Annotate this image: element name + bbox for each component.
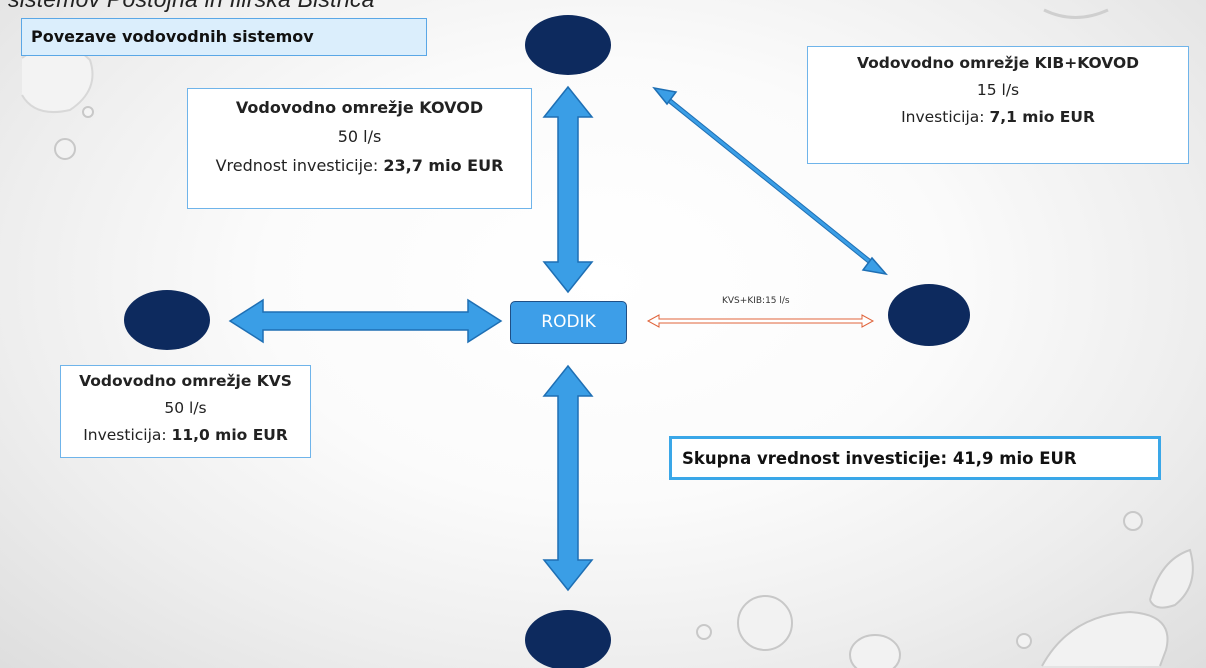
arrow-rodik-east-link	[646, 314, 875, 328]
kovod-investment: Vrednost investicije: 23,7 mio EUR	[188, 151, 531, 180]
arrow-kib-kovod	[652, 86, 888, 276]
slide-caption: sistemov Postojna in Ilirska Bistrica	[8, 0, 375, 13]
kvs-name: Vodovodno omrežje KVS	[79, 372, 292, 390]
kvs-invest-label: Investicija:	[83, 426, 167, 444]
node-north	[525, 15, 611, 75]
center-node-rodik: RODIK	[510, 301, 627, 344]
node-east	[888, 284, 970, 346]
total-label: Skupna vrednost investicije:	[682, 449, 948, 468]
kvs-invest-value: 11,0 mio EUR	[171, 426, 288, 444]
kvs-kib-link-label: KVS+KIB:15 l/s	[722, 296, 790, 306]
kvs-flow: 50 l/s	[164, 399, 207, 417]
title-box: Povezave vodovodnih sistemov	[21, 18, 427, 56]
node-south	[525, 610, 611, 668]
kvs-info-box: Vodovodno omrežje KVS 50 l/s Investicija…	[60, 365, 311, 458]
kib-name: Vodovodno omrežje KIB+KOVOD	[856, 54, 1140, 72]
kib-invest-label: Investicija:	[901, 108, 985, 126]
kib-invest-value: 7,1 mio EUR	[989, 108, 1095, 126]
kovod-name: Vodovodno omrežje KOVOD	[235, 98, 484, 117]
arrow-rodik-south	[542, 364, 594, 592]
total-investment-box: Skupna vrednost investicije: 41,9 mio EU…	[669, 436, 1161, 480]
arrow-rodik-west	[228, 298, 503, 344]
kib-flow: 15 l/s	[976, 81, 1020, 99]
kovod-info-box: Vodovodno omrežje KOVOD 50 l/s Vrednost …	[187, 88, 532, 209]
node-west	[124, 290, 210, 350]
kovod-invest-value: 23,7 mio EUR	[383, 156, 504, 175]
kovod-invest-label: Vrednost investicije:	[215, 156, 379, 175]
kvs-investment: Investicija: 11,0 mio EUR	[61, 422, 310, 449]
arrow-rodik-north	[542, 85, 594, 294]
kovod-flow: 50 l/s	[337, 127, 382, 146]
kib-investment: Investicija: 7,1 mio EUR	[808, 104, 1188, 131]
kib-info-box: Vodovodno omrežje KIB+KOVOD 15 l/s Inves…	[807, 46, 1189, 164]
total-value: 41,9 mio EUR	[952, 449, 1077, 468]
